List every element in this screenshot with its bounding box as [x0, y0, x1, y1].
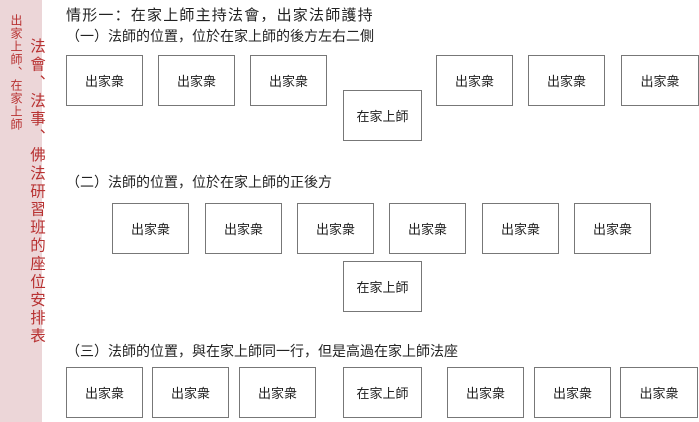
- monastic-box: 出家衆: [482, 203, 559, 254]
- monastic-box: 出家衆: [620, 367, 698, 418]
- sidebar: 出家上師、在家上師 法會、法事、佛法研習班的座位安排表: [0, 0, 46, 422]
- monastic-box: 出家衆: [574, 203, 651, 254]
- monastic-box: 出家衆: [112, 203, 189, 254]
- section-2-heading: （二）法師的位置，位於在家上師的正後方: [66, 175, 332, 191]
- lay-master-box: 在家上師: [343, 90, 422, 141]
- section-3-heading: （三）法師的位置，與在家上師同一行，但是高過在家上師法座: [66, 344, 458, 360]
- monastic-box: 出家衆: [158, 55, 235, 106]
- monastic-box: 出家衆: [66, 55, 143, 106]
- sidebar-title: 法會、法事、佛法研習班的座位安排表: [28, 38, 46, 346]
- monastic-box: 出家衆: [621, 55, 699, 106]
- monastic-box: 出家衆: [239, 367, 316, 418]
- monastic-box: 出家衆: [528, 55, 605, 106]
- sidebar-subtitle: 出家上師、在家上師: [9, 14, 23, 131]
- monastic-box: 出家衆: [534, 367, 611, 418]
- monastic-box: 出家衆: [66, 367, 143, 418]
- monastic-box: 出家衆: [389, 203, 466, 254]
- monastic-box: 出家衆: [205, 203, 282, 254]
- monastic-box: 出家衆: [436, 55, 513, 106]
- monastic-box: 出家衆: [297, 203, 374, 254]
- lay-master-box: 在家上師: [343, 367, 422, 418]
- lay-master-box: 在家上師: [343, 261, 422, 312]
- monastic-box: 出家衆: [152, 367, 229, 418]
- page-title: 情形一：在家上師主持法會，出家法師護持: [66, 6, 374, 24]
- monastic-box: 出家衆: [250, 55, 327, 106]
- section-1-heading: （一）法師的位置，位於在家上師的後方左右二側: [66, 29, 374, 45]
- monastic-box: 出家衆: [447, 367, 524, 418]
